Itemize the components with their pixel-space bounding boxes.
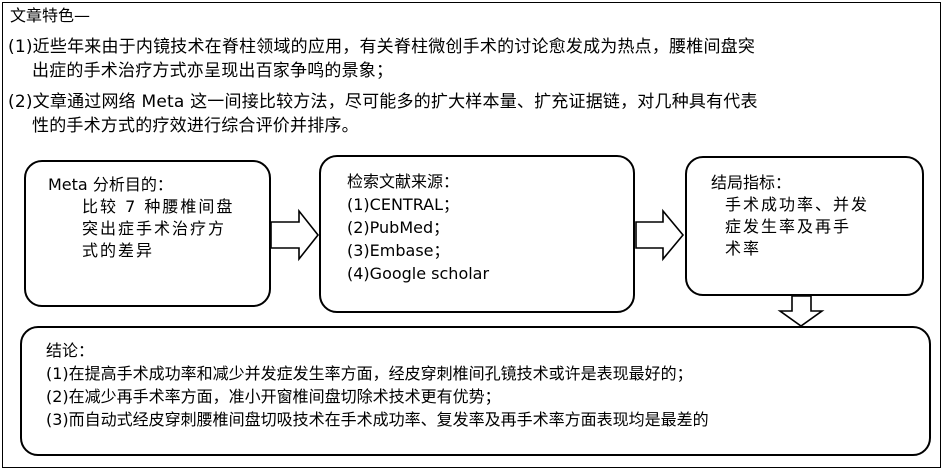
feature-1-line-2: 出症的手术治疗方式亦呈现出百家争鸣的景象； bbox=[32, 61, 394, 81]
purpose-box: Meta 分析目的： 比较 7 种腰椎间盘 突出症手术治疗方 式的差异 bbox=[24, 160, 271, 307]
purpose-line-1: 比较 7 种腰椎间盘 bbox=[82, 197, 235, 216]
outcomes-title: 结局指标： bbox=[711, 173, 792, 192]
conclusion-box: 结论： (1)在提高手术成功率和减少并发症发生率方面，经皮穿刺椎间孔镜技术或许是… bbox=[20, 326, 931, 456]
conclusion-item-2: (2)在减少再手术率方面，准小开窗椎间盘切除术技术更有优势； bbox=[46, 387, 501, 406]
purpose-line-3: 式的差异 bbox=[82, 241, 155, 260]
outcomes-line-1: 手术成功率、并发 bbox=[725, 195, 870, 214]
feature-2-line-1: (2)文章通过网络 Meta 这一间接比较方法，尽可能多的扩大样本量、扩充证据链… bbox=[8, 92, 758, 112]
conclusion-item-3: (3)而自动式经皮穿刺腰椎间盘切吸技术在手术成功率、复发率及再手术率方面表现均是… bbox=[46, 410, 709, 429]
outcomes-line-3: 术率 bbox=[725, 239, 762, 258]
features-heading: 文章特色— bbox=[10, 6, 91, 25]
feature-2-line-2: 性的手术方式的疗效进行综合评价并排序。 bbox=[32, 116, 359, 136]
source-item-2: (2)PubMed； bbox=[347, 218, 450, 237]
sources-title: 检索文献来源： bbox=[347, 172, 460, 191]
sources-box: 检索文献来源： (1)CENTRAL； (2)PubMed； (3)Embase… bbox=[319, 155, 635, 313]
source-item-1: (1)CENTRAL； bbox=[347, 195, 460, 214]
feature-1-line-1: (1)近些年来由于内镜技术在脊柱领域的应用，有关脊柱微创手术的讨论愈发成为热点，… bbox=[8, 37, 756, 57]
conclusion-item-1: (1)在提高手术成功率和减少并发症发生率方面，经皮穿刺椎间孔镜技术或许是表现最好… bbox=[46, 364, 693, 383]
conclusion-title: 结论： bbox=[46, 341, 95, 360]
source-item-3: (3)Embase； bbox=[347, 241, 450, 260]
source-item-4: (4)Google scholar bbox=[347, 264, 490, 283]
purpose-line-2: 突出症手术治疗方 bbox=[82, 219, 227, 238]
outcomes-line-2: 症发生率及再手 bbox=[725, 217, 852, 236]
outcomes-box: 结局指标： 手术成功率、并发 症发生率及再手 术率 bbox=[685, 156, 924, 296]
feature-item-2: (2)文章通过网络 Meta 这一间接比较方法，尽可能多的扩大样本量、扩充证据链… bbox=[8, 90, 928, 138]
purpose-title: Meta 分析目的： bbox=[48, 175, 173, 194]
feature-item-1: (1)近些年来由于内镜技术在脊柱领域的应用，有关脊柱微创手术的讨论愈发成为热点，… bbox=[8, 35, 928, 83]
